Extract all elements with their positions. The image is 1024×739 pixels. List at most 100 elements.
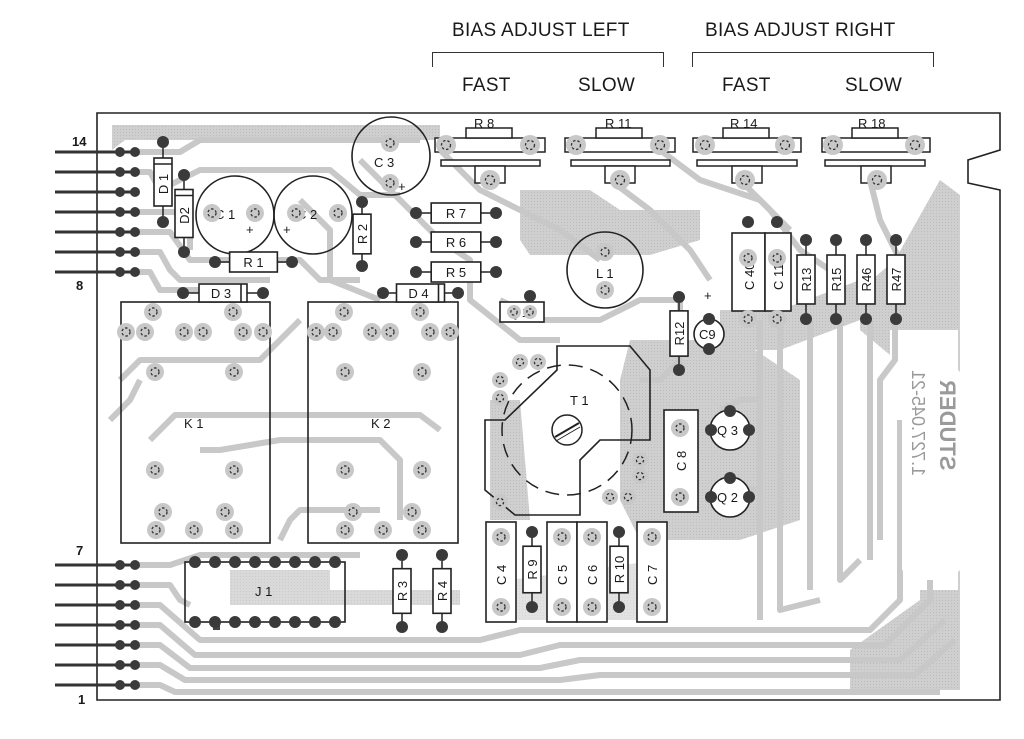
solder-pad [309, 616, 321, 628]
resistor-r12-label: R12 [672, 322, 687, 346]
solder-pad [269, 556, 281, 568]
solder-pad [224, 303, 242, 321]
capacitor-c9-label: C9 [699, 327, 716, 342]
part-number-mark: 1.727.045-21 [908, 370, 928, 476]
solder-pad [144, 303, 162, 321]
capacitor-c1-plus: + [246, 222, 254, 237]
edge-pad [115, 187, 125, 197]
solder-pad [209, 556, 221, 568]
edge-pad [115, 580, 125, 590]
solder-pad [203, 204, 221, 222]
solder-pad [147, 521, 165, 539]
relay-k2 [307, 301, 459, 544]
solder-pad [743, 424, 755, 436]
solder-pad [336, 363, 354, 381]
solder-pad [413, 521, 431, 539]
solder-pad [695, 135, 715, 155]
trimmer-r8-label: R 8 [474, 116, 494, 131]
resistor-r7-label: R 7 [446, 206, 466, 221]
solder-pad [289, 616, 301, 628]
solder-pad [307, 323, 325, 341]
edge-pad [115, 620, 125, 630]
transistor-q3-label: Q 3 [717, 423, 738, 438]
pin-label-8: 8 [76, 278, 83, 293]
edge-pad [115, 167, 125, 177]
solder-pad [523, 305, 537, 319]
solder-pad [703, 343, 715, 355]
solder-pad [771, 216, 783, 228]
solder-pad [512, 354, 528, 370]
resistor-r12: R12 [669, 291, 689, 376]
solder-pad [743, 491, 755, 503]
svg-text:D 1: D 1 [156, 174, 171, 194]
solder-pad [329, 556, 341, 568]
solder-pad [289, 556, 301, 568]
resistor-r16: R46 [856, 234, 876, 325]
solder-pad [336, 461, 354, 479]
edge-pad [115, 560, 125, 570]
board-marking: STUDER 1.727.045-21 [902, 362, 960, 580]
solder-pad [436, 135, 456, 155]
solder-pad [194, 323, 212, 341]
solder-pad [413, 363, 431, 381]
solder-pad [632, 468, 648, 484]
solder-pad [775, 135, 795, 155]
capacitor-c3-plus: + [398, 179, 406, 194]
trimmer-r8 [434, 127, 546, 184]
edge-pads [115, 147, 140, 690]
svg-text:D 4: D 4 [408, 286, 428, 301]
diode-d1: D 1 [153, 136, 173, 228]
solder-pad [524, 290, 536, 302]
resistor-r13-label: R13 [799, 268, 814, 292]
solder-pad [739, 249, 757, 267]
solder-pad [492, 494, 508, 510]
solder-pad [492, 390, 508, 406]
solder-pad [229, 556, 241, 568]
diode-d4: D 4 [377, 283, 464, 303]
edge-pad [115, 247, 125, 257]
bias-adjust-right-title: BIAS ADJUST RIGHT [705, 20, 896, 41]
solder-pad [381, 174, 399, 192]
trimmer-r18-label: R 18 [858, 116, 885, 131]
solder-pad [336, 521, 354, 539]
inductor-l1-label: L 1 [596, 266, 614, 281]
resistor-r5-label: R 5 [446, 265, 466, 280]
resistor-r7: R 7 [410, 202, 502, 224]
solder-pad [287, 204, 305, 222]
solder-pad [583, 598, 601, 616]
solder-pad [492, 598, 510, 616]
bias-right-bracket [692, 52, 934, 67]
brand-mark: STUDER [935, 380, 960, 471]
solder-pad [249, 556, 261, 568]
solder-pad [650, 135, 670, 155]
solder-pad [596, 243, 614, 261]
edge-pad [115, 680, 125, 690]
edge-pad [130, 207, 140, 217]
resistor-r17-label: R47 [889, 268, 904, 292]
edge-pad [130, 187, 140, 197]
solder-pad [553, 598, 571, 616]
solder-pad [246, 204, 264, 222]
solder-pad [234, 323, 252, 341]
transformer-t1 [484, 345, 651, 516]
edge-pad [130, 247, 140, 257]
solder-pad [329, 616, 341, 628]
relay-k1-label: K 1 [184, 416, 204, 431]
solder-pad [643, 598, 661, 616]
edge-pad [130, 167, 140, 177]
relay-k1 [120, 301, 271, 544]
solder-pad [381, 134, 399, 152]
edge-pad [115, 147, 125, 157]
trimmer-r11 [564, 127, 676, 184]
resistor-r17: R47 [886, 234, 906, 325]
solder-pad [703, 313, 715, 325]
solder-pad [209, 616, 221, 628]
resistor-r6-label: R 6 [446, 235, 466, 250]
resistor-r13: R13 [796, 234, 816, 325]
resistor-r5: R 5 [410, 261, 502, 283]
resistor-r15: R15 [826, 234, 846, 325]
edge-pad [115, 660, 125, 670]
solder-pad [768, 249, 786, 267]
svg-text:D2: D2 [177, 207, 192, 224]
